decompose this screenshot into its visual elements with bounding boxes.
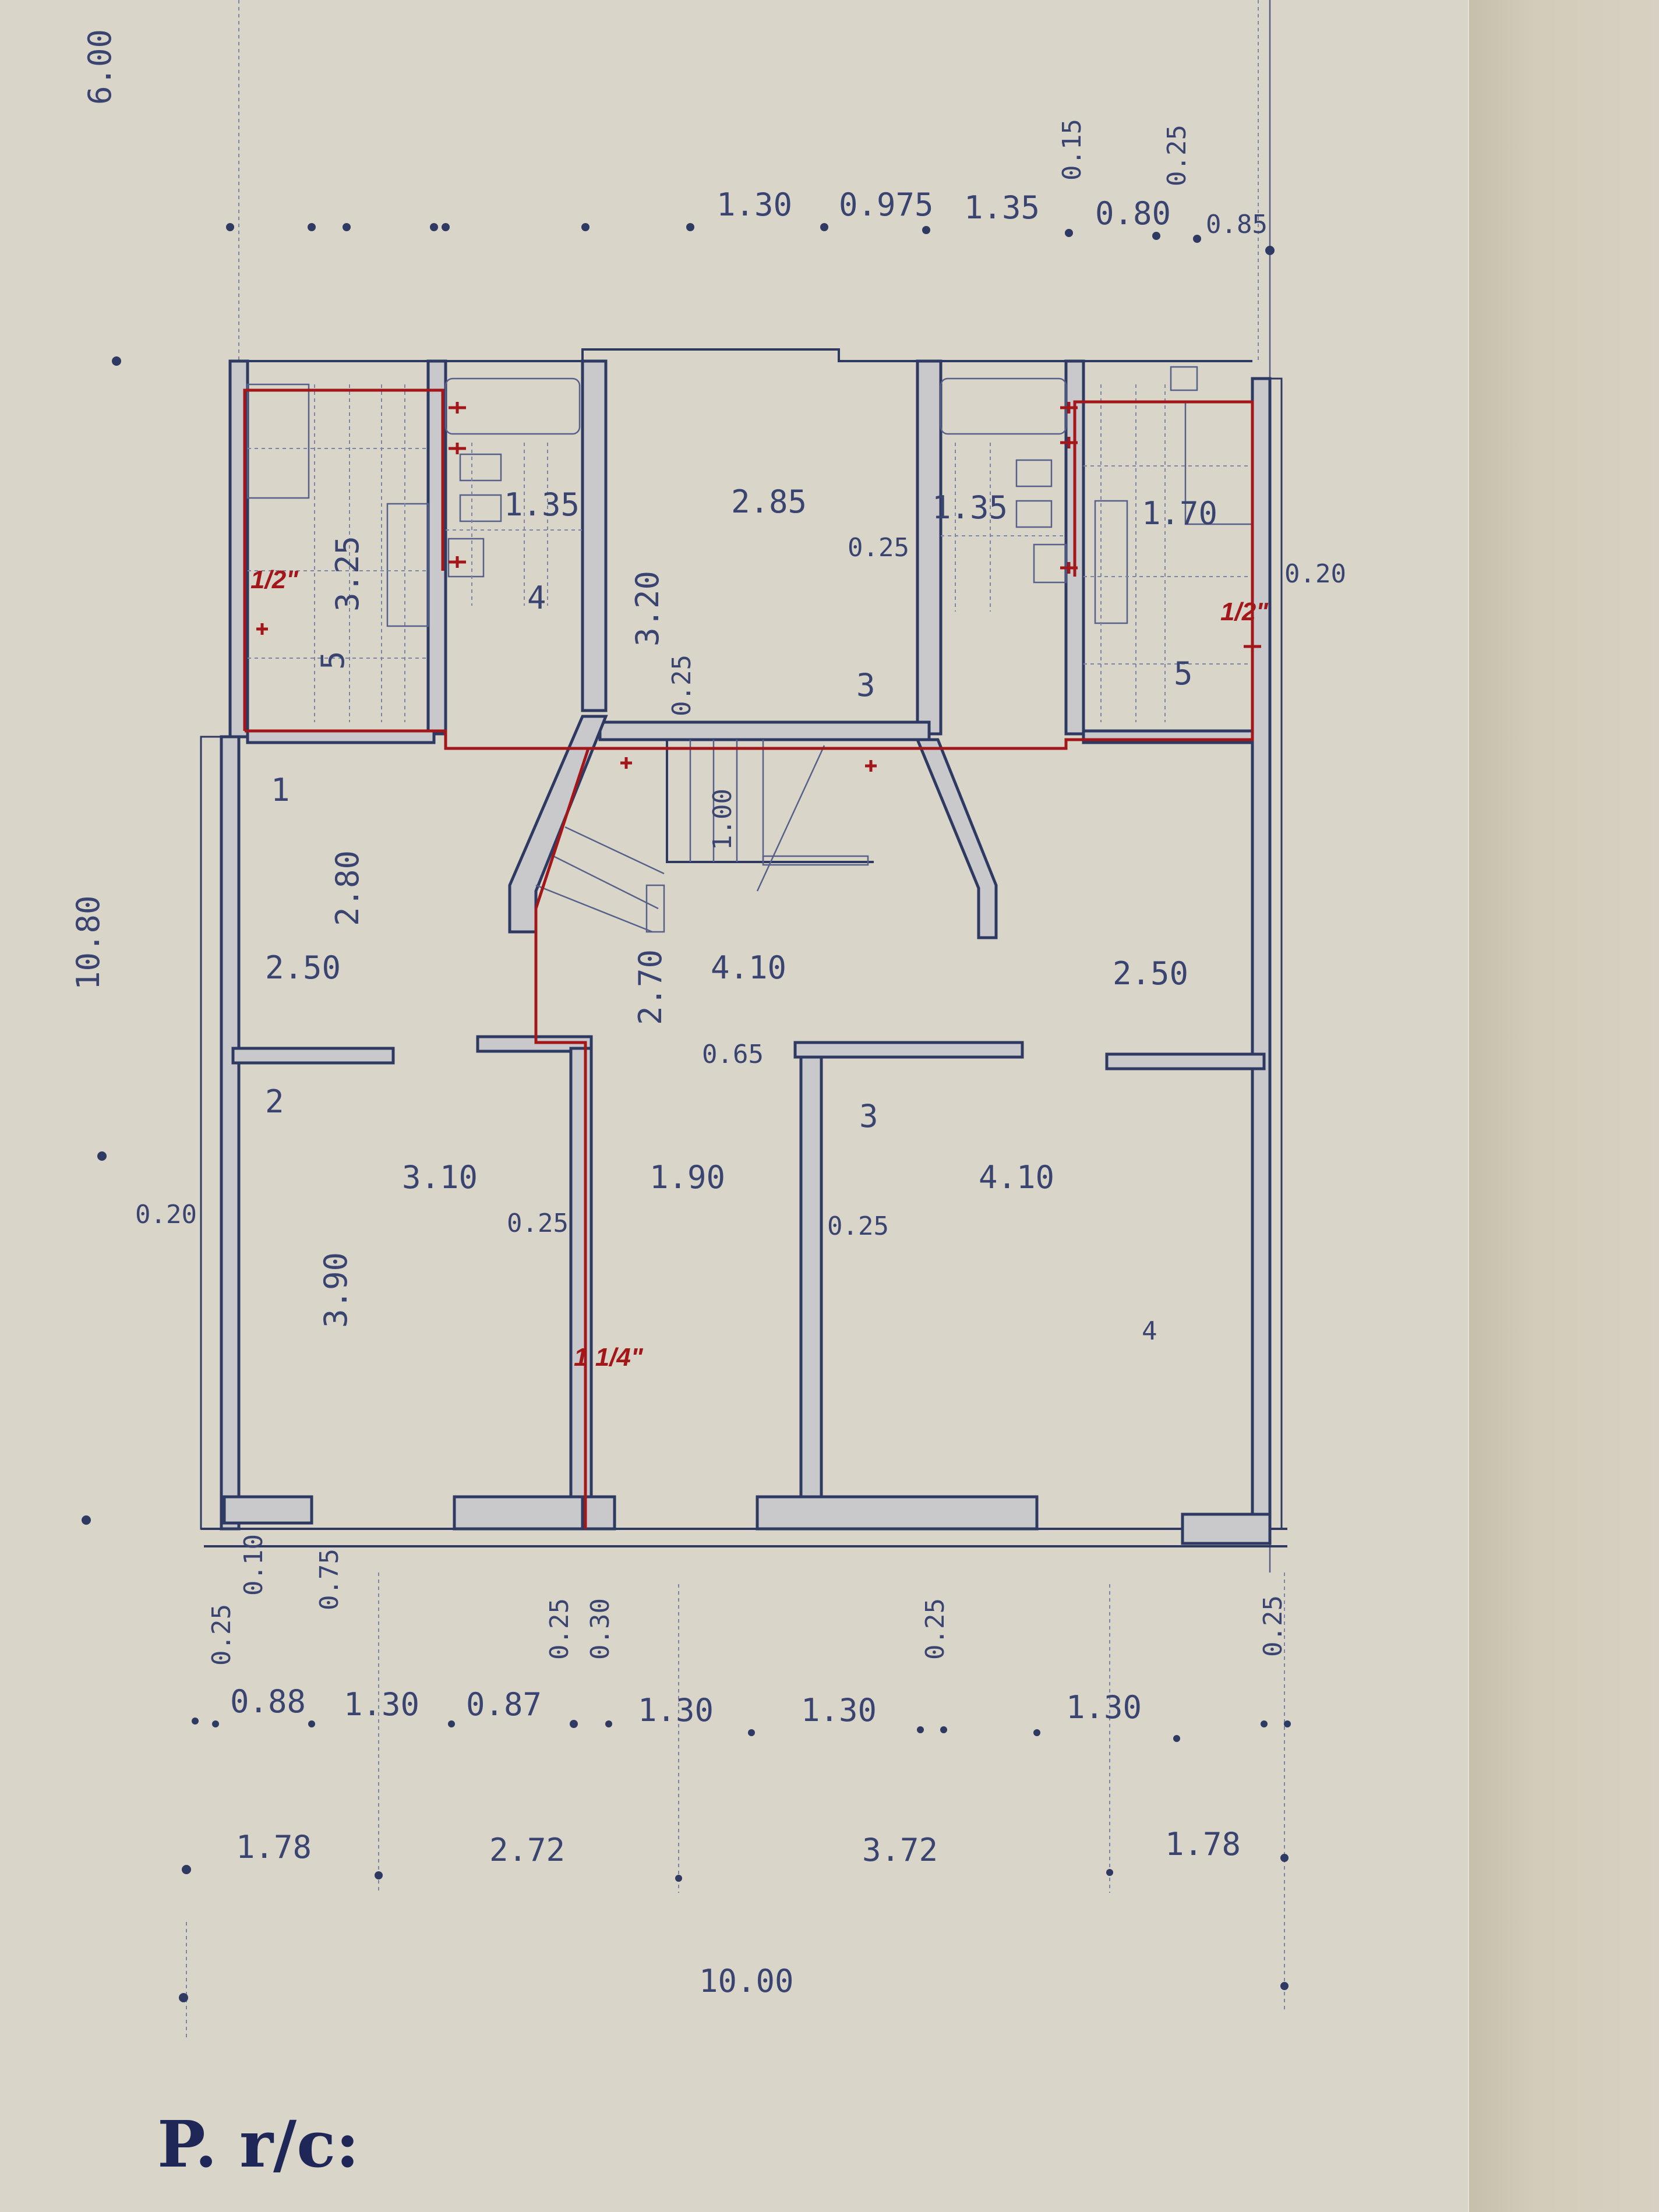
- dim-left-top: 6.00: [82, 29, 118, 105]
- room-mid-left-width: 2.50: [265, 949, 341, 986]
- dim-bay-3: 3.72: [862, 1832, 938, 1868]
- dim-bottom-v2: 0.10: [239, 1534, 269, 1596]
- room-top-center-depth: 3.20: [629, 571, 666, 646]
- dim-right-wall: 0.20: [1284, 559, 1346, 589]
- room-top-center-wall2: 0.25: [667, 655, 697, 716]
- dim-top-6: 0.25: [1162, 125, 1192, 186]
- dim-bay-2: 2.72: [489, 1832, 565, 1868]
- dim-left-overall: 10.80: [70, 895, 107, 990]
- room-top-left-number: 5: [315, 651, 351, 670]
- room-top-center-width: 2.85: [731, 483, 807, 520]
- drawing-title: P. r/c:: [157, 2107, 359, 2182]
- dim-bottom-v5: 0.30: [585, 1598, 615, 1660]
- room-bottom-left-number: 2: [265, 1083, 284, 1120]
- dim-bay-4: 1.78: [1165, 1826, 1241, 1863]
- dim-total: 10.00: [699, 1963, 794, 1999]
- dim-bottom-v4: 0.25: [545, 1598, 574, 1660]
- room-top-right-number: 5: [1174, 655, 1193, 692]
- room-bottom-left-width: 3.10: [402, 1159, 478, 1196]
- room-top-center-wall: 0.25: [848, 533, 909, 563]
- paper-fold-edge: [1468, 0, 1659, 2212]
- dim-top-4: 0.15: [1057, 119, 1087, 181]
- room-top-left-subwidth: 1.35: [504, 486, 580, 523]
- dim-top-7: 0.85: [1206, 210, 1268, 239]
- room-top-left-number2: 4: [527, 579, 546, 616]
- guide-lines: [186, 0, 1285, 2038]
- stair-width: 1.00: [708, 789, 737, 850]
- hall-width: 4.10: [711, 949, 786, 986]
- pipe-label-right: 1/2": [1220, 598, 1269, 626]
- dim-bottom-v3: 0.75: [315, 1549, 344, 1610]
- room-top-right-width: 1.70: [1142, 495, 1217, 532]
- room-bottom-right-number: 3: [859, 1098, 878, 1135]
- dim-top-2: 0.975: [839, 186, 934, 223]
- dim-top-5: 0.80: [1095, 195, 1171, 232]
- interior-walls-bottom: [223, 1035, 1272, 1545]
- dim-bay-1: 1.78: [236, 1829, 312, 1865]
- outer-walls: [200, 348, 1287, 1547]
- room-bottom-right-wall: 0.25: [827, 1211, 889, 1241]
- room-bottom-left-wall-left: 0.20: [135, 1200, 197, 1229]
- room-mid-left-depth: 2.80: [329, 850, 366, 926]
- dim-opening-1: 0.88: [230, 1683, 306, 1720]
- room-mid-left-number: 1: [271, 772, 290, 808]
- room-bottom-left-depth: 3.90: [317, 1252, 354, 1328]
- red-pipe-markup: [243, 388, 1261, 1529]
- dim-opening-6: 1.30: [1066, 1689, 1142, 1726]
- pipe-label-left: 1/2": [250, 566, 299, 594]
- dim-opening-5: 1.30: [801, 1692, 877, 1729]
- dimension-dots: [82, 223, 1291, 2002]
- dim-bottom-v7: 0.25: [1258, 1595, 1288, 1657]
- dim-opening-2: 1.30: [344, 1686, 419, 1723]
- room-top-center-number: 3: [856, 667, 876, 704]
- dim-opening-4: 1.30: [638, 1692, 714, 1729]
- dim-top-3: 1.35: [964, 189, 1040, 226]
- room-bottom-right-number2: 4: [1142, 1316, 1157, 1346]
- room-top-left-width: 3.25: [329, 536, 366, 612]
- room-bottom-left-wall-right: 0.25: [507, 1209, 569, 1238]
- dim-opening-3: 0.87: [466, 1686, 542, 1723]
- room-top-right-subwidth: 1.35: [932, 489, 1008, 526]
- room-bottom-right-width: 4.10: [979, 1159, 1054, 1196]
- hall-landing: 0.65: [702, 1040, 764, 1069]
- dim-top-1: 1.30: [716, 186, 792, 223]
- corridor-width: 1.90: [650, 1159, 725, 1196]
- room-mid-right-width: 2.50: [1113, 955, 1188, 992]
- dim-bottom-v1: 0.25: [207, 1604, 237, 1666]
- pipe-label-main: 1 1/4": [574, 1343, 644, 1372]
- interior-walls-top: [246, 359, 1254, 744]
- dim-bottom-v6: 0.25: [920, 1598, 950, 1660]
- hall-depth: 2.70: [632, 949, 669, 1025]
